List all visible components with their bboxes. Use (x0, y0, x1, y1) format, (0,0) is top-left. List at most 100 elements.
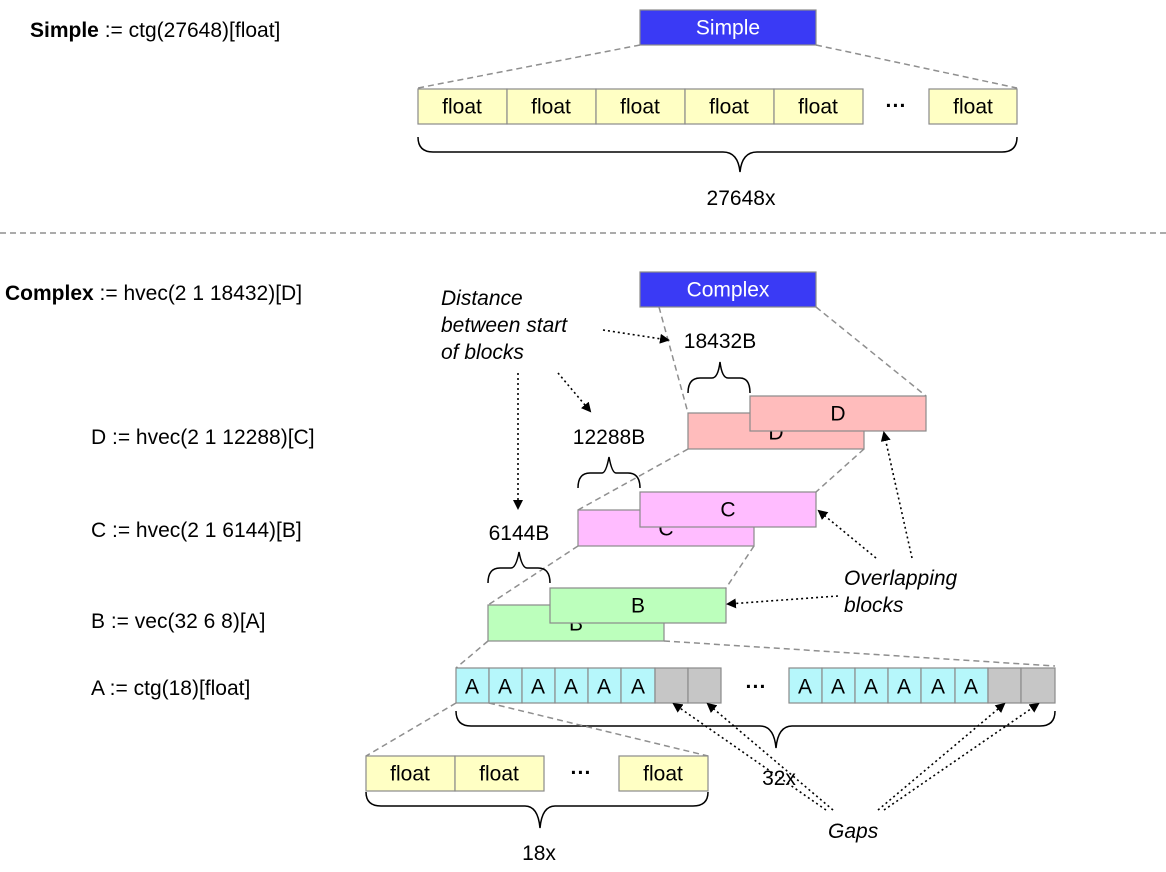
svg-text:float: float (709, 96, 749, 119)
float-cell: float (618, 755, 709, 792)
simple-brace (417, 136, 1018, 173)
a-definition: A := ctg(18)[float] (91, 677, 250, 700)
d-connector-right (815, 448, 865, 493)
svg-text:A: A (465, 676, 479, 699)
a-row-right: A A A A A A (788, 667, 1056, 704)
svg-text:A: A (964, 676, 978, 699)
arrow-to-d-stride (557, 372, 592, 413)
complex-connector-right (815, 306, 927, 397)
d-definition: D := hvec(2 1 12288)[C] (91, 426, 315, 449)
b-definition: B := vec(32 6 8)[A] (91, 610, 266, 633)
svg-text:A: A (531, 676, 545, 699)
svg-text:float: float (643, 763, 683, 786)
a-cell: A (455, 667, 490, 704)
c-stride-label: 6144B (489, 522, 550, 545)
svg-text:A: A (597, 676, 611, 699)
simple-connector-right (815, 44, 1018, 89)
simple-definition: Simple := ctg(27648)[float] (30, 19, 280, 42)
svg-text:C: C (720, 499, 735, 522)
svg-text:A: A (897, 676, 911, 699)
complex-stride-label: 18432B (684, 330, 756, 353)
float-cell: float (506, 88, 597, 125)
d-stride-label: 12288B (573, 426, 645, 449)
float-cell: float (417, 88, 508, 125)
arrow-to-gap-1 (672, 702, 827, 811)
svg-text:Complex: Complex (687, 279, 770, 302)
d-connector-left (577, 448, 689, 511)
svg-text:A: A (798, 676, 812, 699)
gaps-annotation: Gaps (828, 820, 879, 843)
float-count: 18x (522, 842, 556, 865)
simple-count: 27648x (707, 187, 776, 210)
a-row-brace (455, 710, 1056, 749)
complex-stride-brace (687, 361, 751, 394)
svg-text:float: float (479, 763, 519, 786)
d-block-front: D (749, 395, 927, 432)
gap-cell (1020, 667, 1056, 704)
svg-text:A: A (631, 676, 645, 699)
arrow-to-d-overlap (880, 431, 913, 559)
ellipsis: ··· (571, 762, 592, 785)
float-brace (365, 791, 709, 829)
simple-title-box: Simple (639, 9, 817, 46)
svg-text:Overlapping: Overlapping (844, 567, 958, 590)
a-cell: A (554, 667, 589, 704)
b-block-front: B (549, 587, 727, 624)
svg-text:float: float (798, 96, 838, 119)
complex-title-box: Complex (639, 271, 817, 308)
arrow-to-b-overlap (726, 595, 839, 609)
a-cell: A (854, 667, 889, 704)
a-cell: A (887, 667, 922, 704)
overlapping-annotation: Overlapping blocks (844, 567, 958, 617)
svg-text:B: B (631, 595, 645, 618)
a-cell: A (788, 667, 823, 704)
c-block-front: C (639, 491, 817, 528)
a-cell: A (821, 667, 856, 704)
complex-definition: Complex := hvec(2 1 18432)[D] (5, 282, 302, 305)
float-cell: float (928, 88, 1018, 125)
c-stride-brace (487, 551, 551, 584)
b-connector-right (663, 640, 1056, 667)
svg-text:float: float (390, 763, 430, 786)
arrow-to-gap-2 (706, 702, 834, 811)
svg-text:A: A (498, 676, 512, 699)
svg-text:float: float (620, 96, 660, 119)
float-cell: float (365, 755, 456, 792)
a-cell: A (521, 667, 556, 704)
c-connector-right (725, 545, 755, 589)
a-row-ellipsis: ··· (746, 676, 767, 699)
svg-text:Simple: Simple (696, 17, 760, 40)
svg-text:of blocks: of blocks (441, 341, 524, 364)
gap-cell (987, 667, 1022, 704)
gap-cell (654, 667, 689, 704)
a-cell: A (620, 667, 656, 704)
arrow-to-gap-3 (877, 702, 1006, 811)
b-connector-left (455, 640, 489, 669)
gap-cell (687, 667, 722, 704)
a-float-row: float float ··· float (365, 755, 709, 792)
svg-text:A: A (864, 676, 878, 699)
float-cell: float (773, 88, 864, 125)
float-cell: float (595, 88, 686, 125)
svg-text:A: A (931, 676, 945, 699)
svg-text:Distance: Distance (441, 287, 523, 310)
svg-text:between start: between start (441, 314, 568, 337)
svg-text:float: float (953, 96, 993, 119)
a-cell: A (920, 667, 956, 704)
simple-connector-left (417, 44, 641, 89)
arrow-to-complex-stride (602, 329, 670, 344)
distance-annotation: Distance between start of blocks (441, 287, 568, 364)
a-cell: A (954, 667, 989, 704)
simple-float-row: float float float float float ··· float (417, 88, 1018, 125)
c-definition: C := hvec(2 1 6144)[B] (91, 519, 302, 542)
svg-text:D: D (830, 403, 845, 426)
arrow-to-gap-4 (883, 702, 1040, 811)
a-row-left: A A A A A A (455, 667, 722, 704)
ellipsis: ··· (886, 95, 907, 118)
float-cell: float (454, 755, 545, 792)
svg-text:float: float (531, 96, 571, 119)
d-stride-brace (577, 456, 641, 489)
complex-connector-left (658, 306, 689, 414)
c-connector-left (487, 545, 579, 606)
